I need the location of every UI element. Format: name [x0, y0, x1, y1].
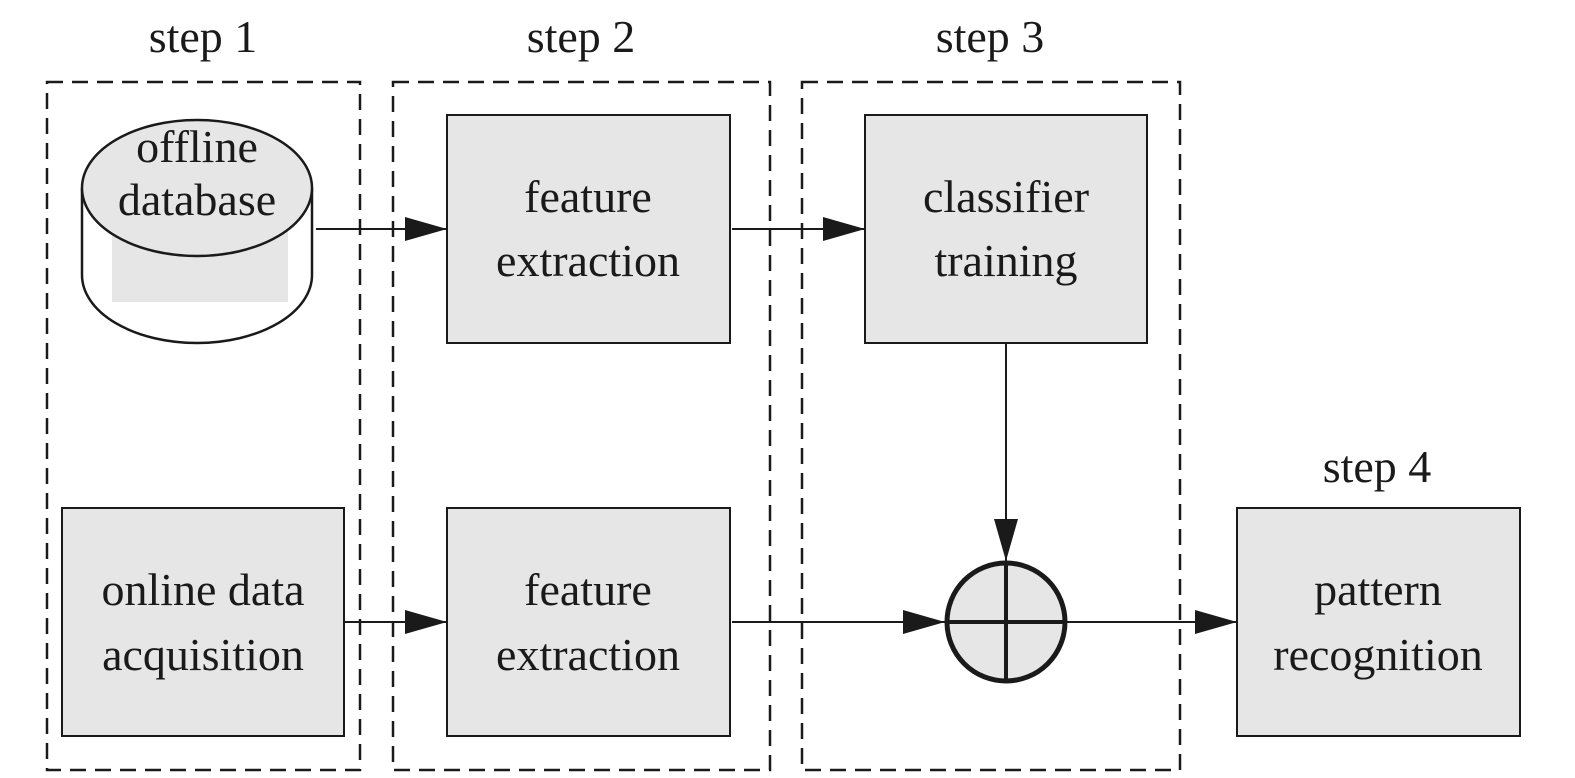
feature-extraction-top-line2: extraction	[496, 235, 680, 286]
pattern-recognition-box: pattern recognition	[1236, 507, 1521, 737]
online-data-acquisition-line2: acquisition	[102, 629, 304, 680]
pattern-recognition-line2: recognition	[1273, 629, 1483, 680]
step2-region	[391, 80, 772, 772]
pattern-recognition-line1: pattern	[1314, 564, 1442, 615]
classifier-training-line1: classifier	[923, 171, 1089, 222]
feature-extraction-bottom-box: feature extraction	[446, 507, 731, 737]
step3-label: step 3	[936, 11, 1045, 62]
online-data-acquisition-line1: online data	[101, 564, 304, 615]
offline-database-label-line1: offline	[136, 121, 258, 172]
step4-label: step 4	[1323, 441, 1432, 492]
step2-label: step 2	[527, 11, 636, 62]
feature-extraction-top-box: feature extraction	[446, 114, 731, 344]
classifier-training-box: classifier training	[864, 114, 1148, 344]
step3-region	[800, 80, 1182, 772]
offline-database-cylinder: offline database	[80, 118, 314, 345]
step1-label: step 1	[149, 11, 258, 62]
summing-junction	[944, 560, 1068, 684]
feature-extraction-top-line1: feature	[524, 171, 652, 222]
classifier-training-line2: training	[934, 235, 1077, 286]
feature-extraction-bottom-line1: feature	[524, 564, 652, 615]
offline-database-label-line2: database	[118, 174, 276, 225]
online-data-acquisition-box: online data acquisition	[61, 507, 345, 737]
step1-region	[45, 80, 362, 772]
feature-extraction-bottom-line2: extraction	[496, 629, 680, 680]
